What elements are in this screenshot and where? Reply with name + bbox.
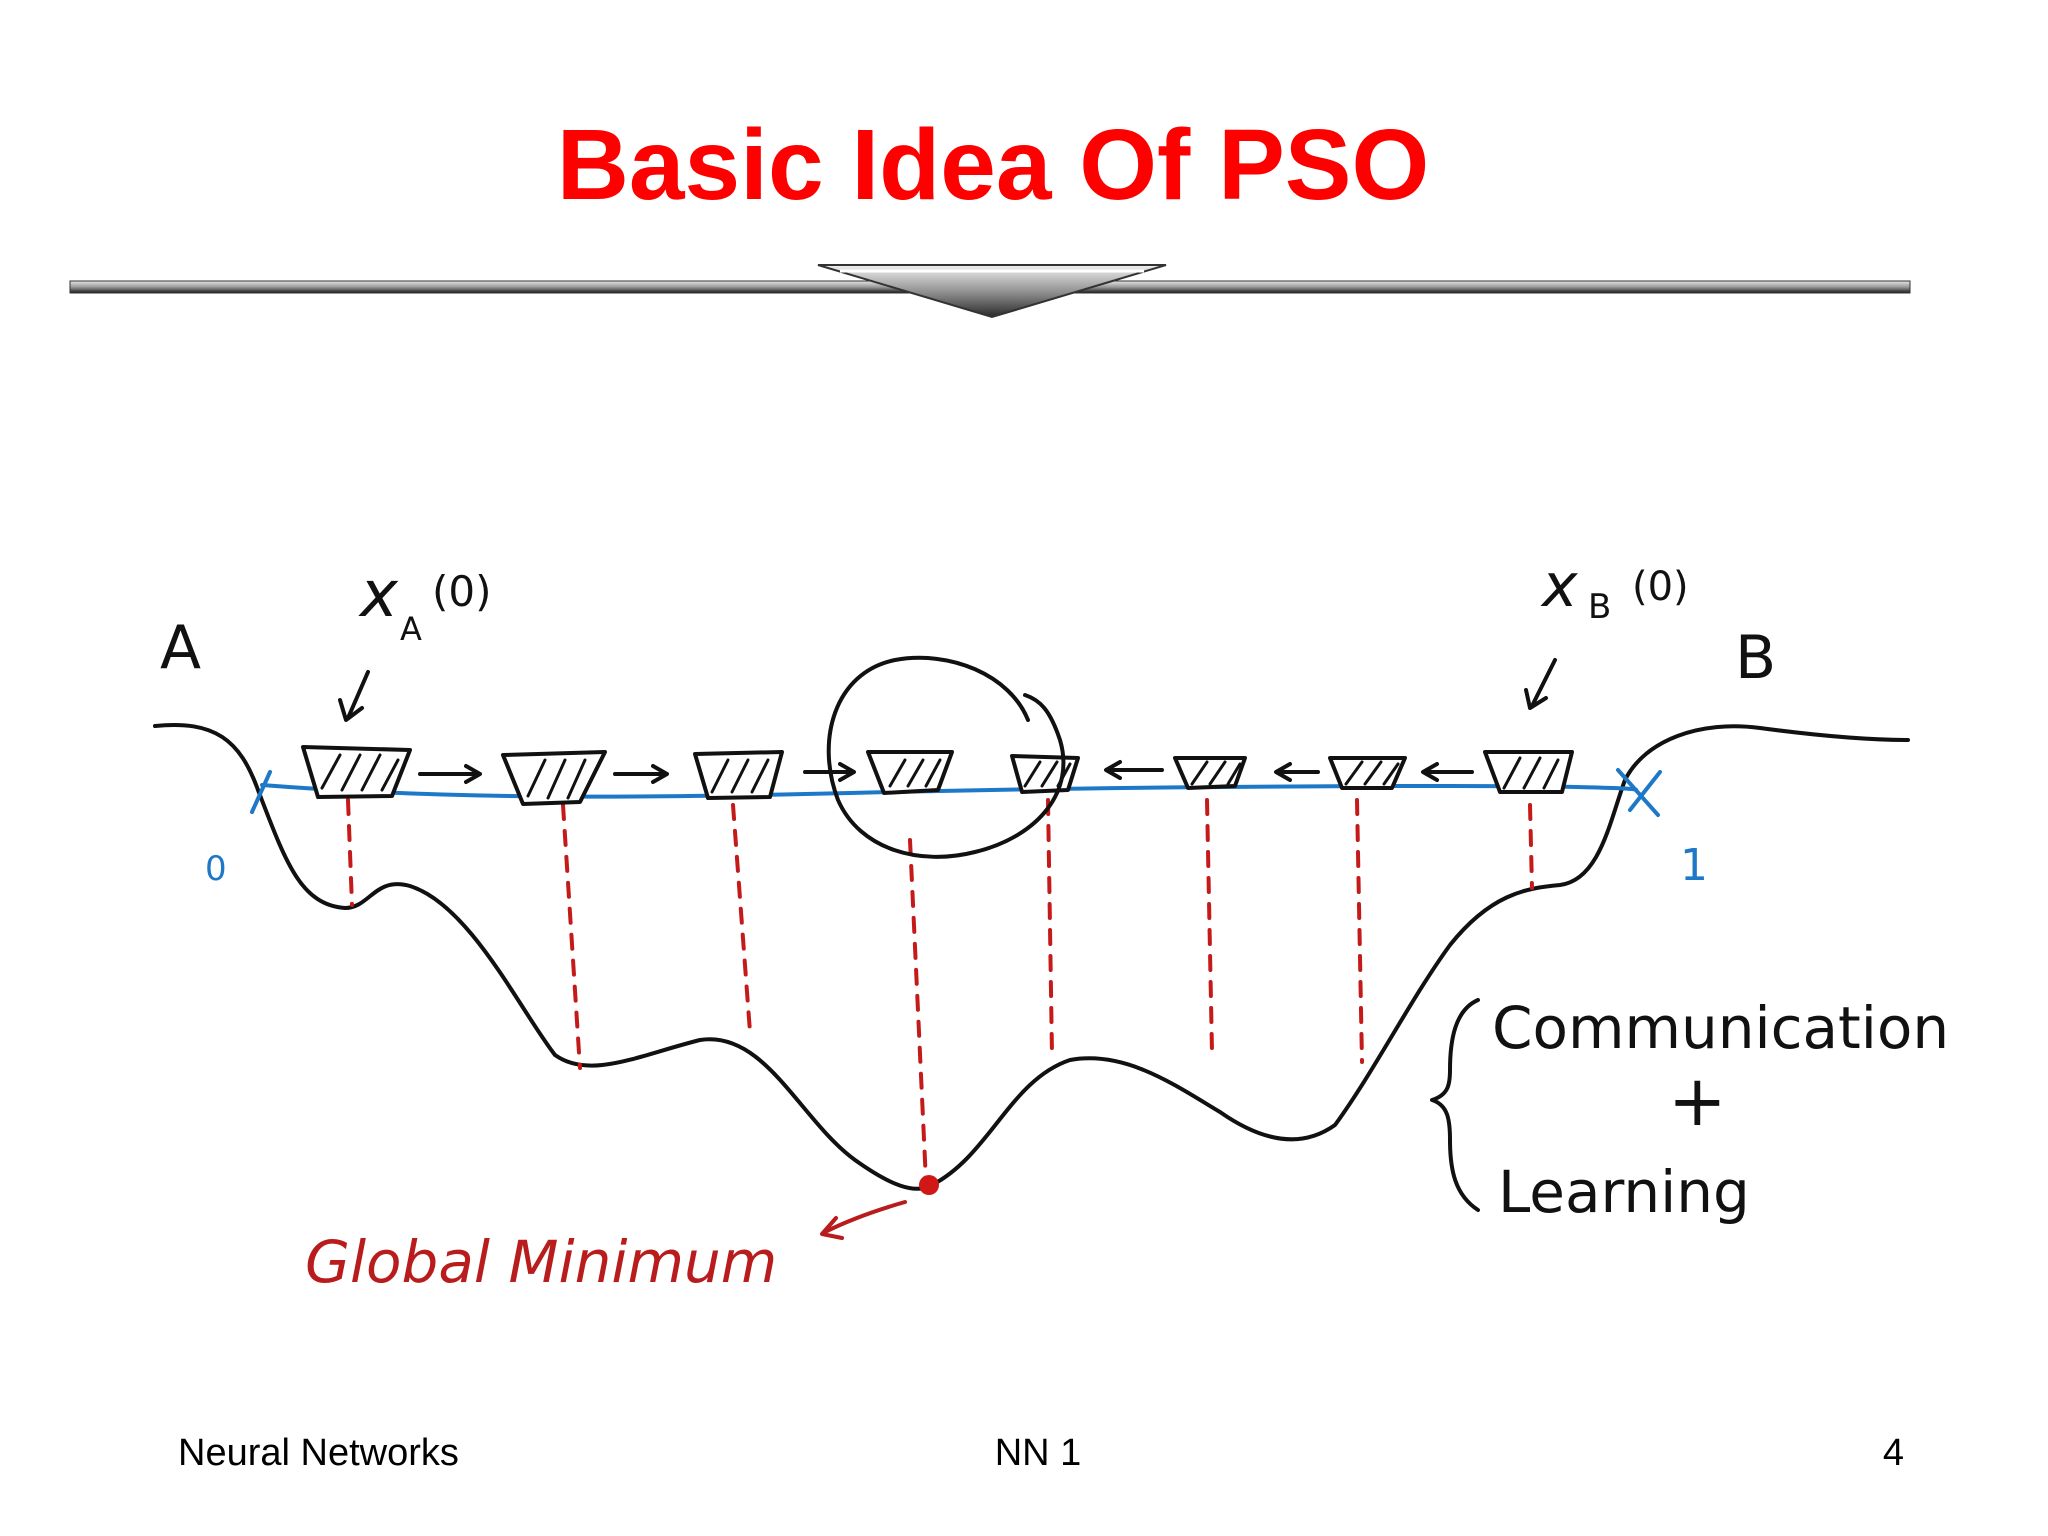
label-xa-arg: (0) — [432, 567, 492, 616]
drop-lines — [346, 798, 1534, 1184]
footer-slide-code: NN 1 — [994, 1432, 1082, 1474]
slide-title: Basic Idea Of PSO — [556, 109, 1430, 221]
footer-course-title: Neural Networks — [178, 1432, 459, 1474]
axis-end-tick-a — [1616, 768, 1660, 817]
axis-end-label: 1 — [1680, 840, 1708, 891]
particle-7 — [1328, 756, 1407, 790]
label-xa: x A (0) — [358, 558, 492, 648]
particle-3 — [693, 750, 784, 800]
endpoint-label-b: B — [1735, 623, 1776, 693]
label-xa-sub: A — [400, 610, 422, 648]
arrow-left-icon — [1104, 760, 1164, 780]
particle-5 — [1010, 754, 1080, 794]
particle-2 — [501, 750, 607, 806]
particles — [301, 745, 1574, 806]
arrow-right-icon — [418, 764, 482, 784]
communication-label: Communication — [1492, 994, 1949, 1062]
pointer-arrow-xa-icon — [338, 670, 370, 722]
plus-label: + — [1668, 1060, 1727, 1142]
axis-end-tick-b — [1628, 770, 1662, 812]
endpoint-label-a: A — [160, 613, 201, 683]
global-minimum-point — [919, 1175, 939, 1195]
label-xa-var: x — [358, 558, 399, 632]
particle-6 — [1173, 756, 1247, 790]
arrow-right-icon — [613, 764, 669, 784]
best-particle-circle — [826, 655, 1066, 859]
title-divider — [69, 264, 1911, 319]
arrow-left-icon — [1421, 762, 1474, 782]
label-xb-sub: B — [1588, 587, 1611, 627]
search-space-axis-line — [260, 783, 1639, 799]
label-xb-var: x — [1540, 551, 1578, 621]
particle-1 — [301, 745, 412, 799]
label-xb: x B (0) — [1540, 551, 1689, 627]
arrow-left-icon — [1274, 762, 1320, 782]
brace — [1430, 998, 1480, 1212]
axis-start-tick — [250, 770, 272, 814]
movement-arrows — [338, 658, 1557, 784]
particle-4 — [866, 750, 954, 795]
particle-8 — [1483, 750, 1574, 794]
global-minimum-label: Global Minimum — [305, 1228, 777, 1296]
fitness-landscape-curve — [153, 723, 1910, 1191]
axis-start-label: 0 — [205, 849, 227, 889]
learning-label: Learning — [1498, 1158, 1750, 1226]
pointer-arrow-xb-icon — [1524, 658, 1557, 710]
footer-page-number: 4 — [1882, 1432, 1904, 1474]
label-xb-arg: (0) — [1632, 564, 1689, 610]
divider-arrow-icon — [817, 264, 1167, 319]
global-minimum-arrow-icon — [820, 1200, 907, 1240]
